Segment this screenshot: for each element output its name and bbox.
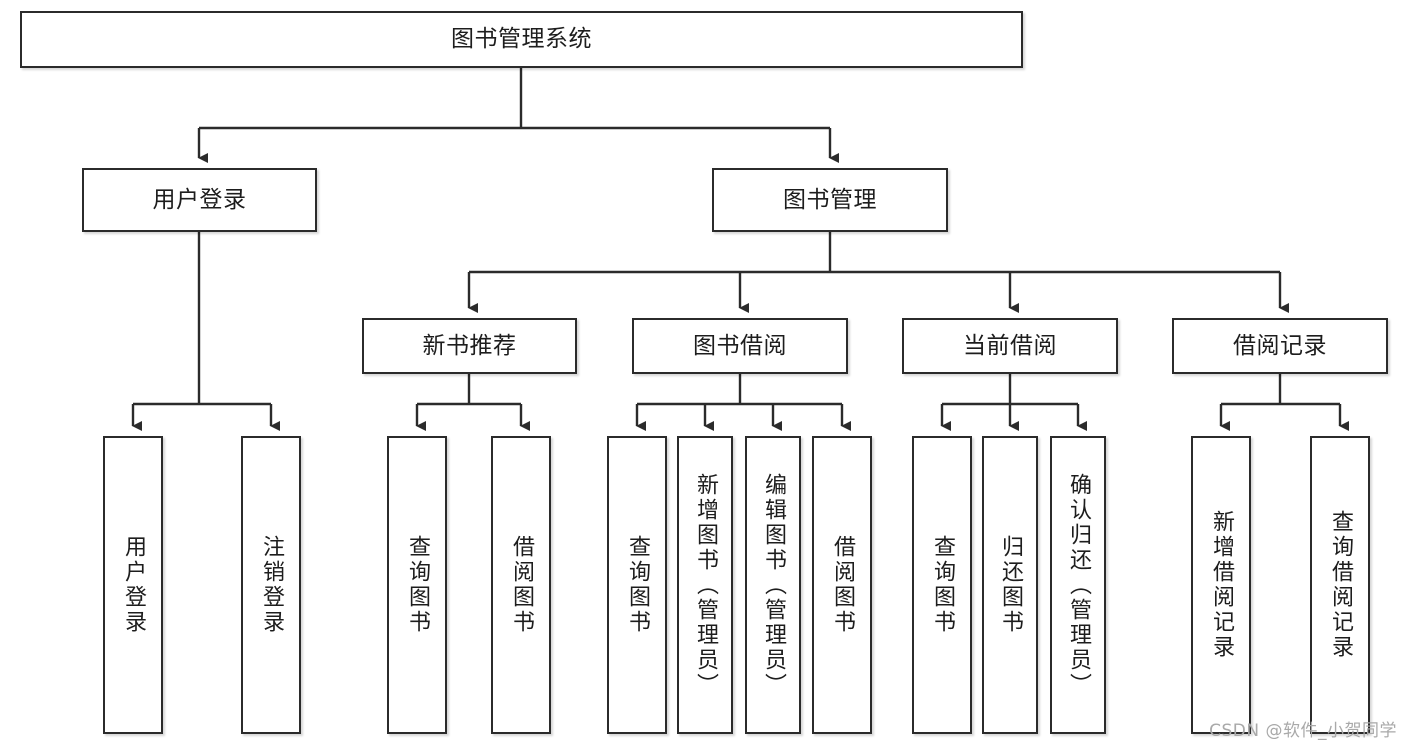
node-label: 借阅图书	[830, 535, 855, 635]
node-label: 图书管理系统	[451, 26, 592, 53]
leaf-book-borrow-query[interactable]: 查询图书	[607, 436, 667, 734]
node-label: 编辑图书（管理员）	[761, 472, 786, 698]
node-label: 查询借阅记录	[1328, 510, 1353, 660]
node-label: 新增借阅记录	[1209, 510, 1234, 660]
node-current-borrow[interactable]: 当前借阅	[902, 318, 1118, 374]
node-label: 新增图书（管理员）	[693, 472, 718, 698]
leaf-book-borrow-add[interactable]: 新增图书（管理员）	[677, 436, 733, 734]
node-label: 当前借阅	[963, 332, 1057, 359]
node-book-management[interactable]: 图书管理	[712, 168, 948, 232]
node-label: 查询图书	[930, 535, 955, 635]
node-label: 图书借阅	[693, 332, 787, 359]
node-label: 用户登录	[152, 186, 247, 213]
leaf-user-login-logout[interactable]: 注销登录	[241, 436, 301, 734]
leaf-current-borrow-return[interactable]: 归还图书	[982, 436, 1038, 734]
node-root-book-management-system[interactable]: 图书管理系统	[20, 11, 1023, 68]
node-label: 图书管理	[783, 186, 877, 213]
leaf-user-login-login[interactable]: 用户登录	[103, 436, 163, 734]
node-label: 用户登录	[121, 535, 146, 635]
leaf-new-book-borrow[interactable]: 借阅图书	[491, 436, 551, 734]
node-label: 归还图书	[998, 535, 1023, 635]
node-borrow-record[interactable]: 借阅记录	[1172, 318, 1388, 374]
node-label: 新书推荐	[422, 332, 517, 359]
node-label: 借阅图书	[509, 535, 534, 635]
node-label: 借阅记录	[1233, 332, 1327, 359]
leaf-borrow-record-query[interactable]: 查询借阅记录	[1310, 436, 1370, 734]
leaf-current-borrow-confirm-return[interactable]: 确认归还（管理员）	[1050, 436, 1106, 734]
leaf-borrow-record-add[interactable]: 新增借阅记录	[1191, 436, 1251, 734]
node-label: 注销登录	[259, 535, 284, 635]
node-label: 确认归还（管理员）	[1066, 472, 1091, 698]
node-user-login[interactable]: 用户登录	[82, 168, 317, 232]
leaf-book-borrow-borrow[interactable]: 借阅图书	[812, 436, 872, 734]
leaf-current-borrow-query[interactable]: 查询图书	[912, 436, 972, 734]
node-new-book-recommend[interactable]: 新书推荐	[362, 318, 577, 374]
node-label: 查询图书	[625, 535, 650, 635]
node-label: 查询图书	[405, 535, 430, 635]
watermark-text: CSDN @软件_小贺同学	[1209, 721, 1397, 741]
leaf-book-borrow-edit[interactable]: 编辑图书（管理员）	[745, 436, 801, 734]
leaf-new-book-query[interactable]: 查询图书	[387, 436, 447, 734]
node-book-borrow[interactable]: 图书借阅	[632, 318, 848, 374]
